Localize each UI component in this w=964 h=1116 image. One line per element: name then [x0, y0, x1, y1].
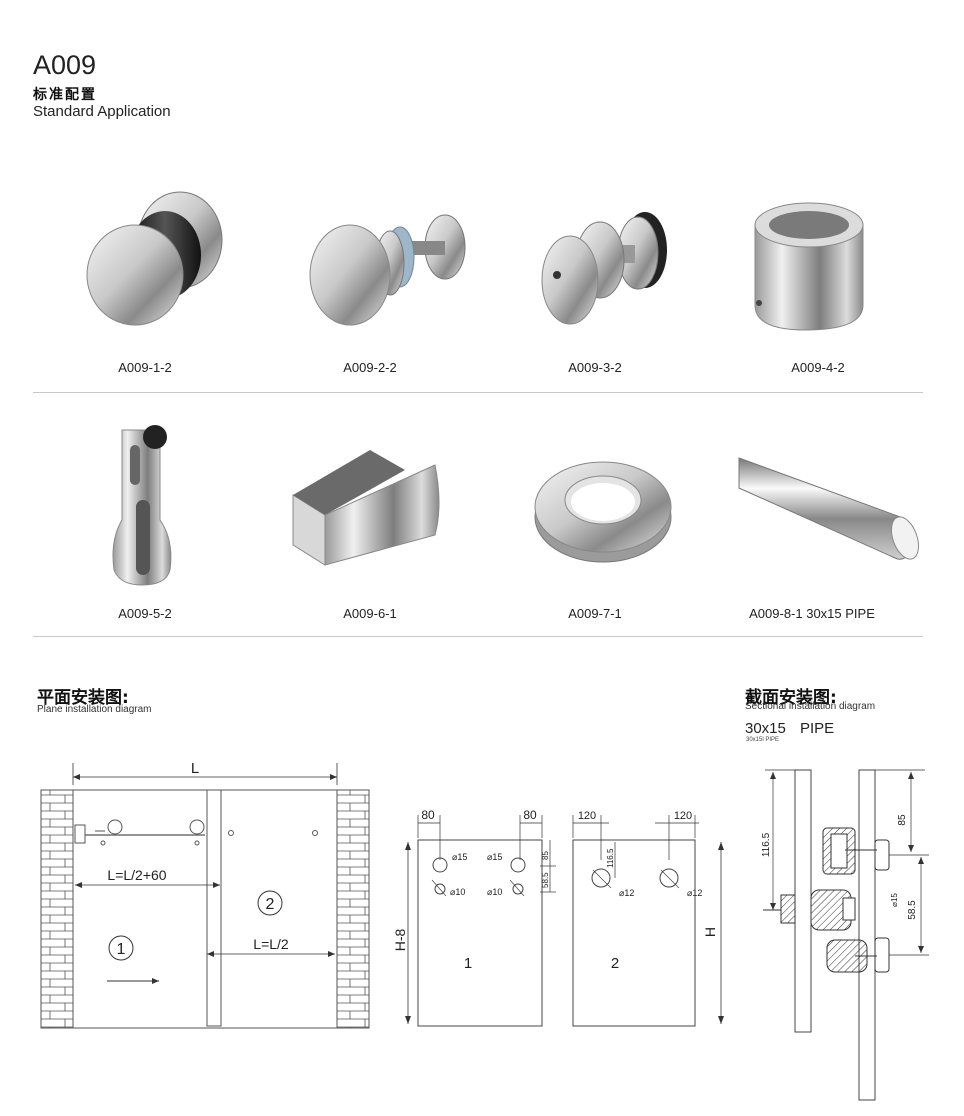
dim-height: H-8 — [392, 929, 408, 952]
dim-d10-right: ⌀10 — [487, 887, 502, 897]
dim-d12-left: ⌀12 — [619, 888, 634, 898]
oval-sleeve-icon — [754, 202, 864, 331]
door-number-1: 1 — [117, 941, 126, 958]
label-half-plus-60: L=L/2+60 — [107, 867, 166, 883]
glass-panel-2-diagram: 120 120 ⌀12 ⌀12 116.5 H 2 — [572, 810, 724, 1027]
dim-d15: ⌀15 — [890, 893, 899, 907]
label-L: L — [191, 760, 199, 777]
dim-85: 85 — [897, 814, 908, 826]
door-number-2: 2 — [266, 896, 275, 913]
product-label: A009-2-2 — [343, 360, 397, 375]
knob-rubber-icon — [86, 191, 223, 326]
dim-d15-right: ⌀15 — [487, 852, 502, 862]
page-title: A009 — [33, 50, 97, 80]
section-title-cn: 截面安装图: — [745, 688, 837, 708]
dim-d10-left: ⌀10 — [450, 887, 465, 897]
dim-120-right: 120 — [674, 810, 692, 822]
pipe-word: PIPE — [800, 720, 835, 737]
row-divider — [33, 636, 923, 637]
row-divider — [33, 392, 923, 393]
glass-panel-1-diagram: 80 80 ⌀15 ⌀15 ⌀10 ⌀10 85 58.5 H-8 1 — [392, 808, 556, 1027]
dim-116-5: 116.5 — [761, 832, 772, 857]
dim-height: H — [702, 927, 718, 937]
subtitle-english: Standard Application — [33, 103, 171, 120]
product-label: A009-8-1 30x15 PIPE — [749, 606, 875, 621]
knob-bolt-icon — [309, 214, 466, 326]
dim-d15-left: ⌀15 — [452, 852, 467, 862]
plane-installation-diagram: L L=L/2+60 L=L/2 1 2 — [40, 760, 370, 1029]
pipe-size-small: 30x15l PIPE — [746, 737, 780, 743]
dim-80-left: 80 — [421, 808, 435, 822]
plane-title-en: Plane installation diagram — [37, 704, 152, 715]
product-label: A009-5-2 — [118, 606, 172, 621]
product-label: A009-3-2 — [568, 360, 622, 375]
product-label: A009-1-2 — [118, 360, 172, 375]
dim-120-left: 120 — [578, 810, 596, 822]
ring-icon — [534, 461, 672, 563]
section-title-en: Sectional installation diagram — [745, 701, 876, 712]
knob-roller-icon — [541, 212, 667, 325]
plane-title-cn: 平面安装图: — [37, 688, 129, 708]
product-label: A009-6-1 — [343, 606, 397, 621]
glass-clamp-icon — [292, 450, 440, 566]
pipe-size: 30x15 — [745, 720, 786, 737]
panel-number-1: 1 — [464, 955, 472, 972]
product-label: A009-4-2 — [791, 360, 845, 375]
panel-number-2: 2 — [611, 955, 619, 972]
pipe-rod-icon — [738, 457, 920, 560]
label-half: L=L/2 — [253, 936, 289, 952]
dim-58-5: 58.5 — [541, 872, 550, 888]
product-label: A009-7-1 — [568, 606, 622, 621]
dim-85: 85 — [541, 851, 550, 860]
sectional-installation-diagram: 116.5 85 58.5 ⌀15 — [761, 769, 929, 1101]
dim-d12-right: ⌀12 — [687, 888, 702, 898]
subtitle-chinese: 标准配置 — [33, 87, 97, 103]
dim-58-5: 58.5 — [907, 900, 918, 920]
pipe-holder-icon — [112, 425, 172, 586]
dim-80-right: 80 — [523, 808, 537, 822]
dim-116-5: 116.5 — [606, 848, 615, 868]
